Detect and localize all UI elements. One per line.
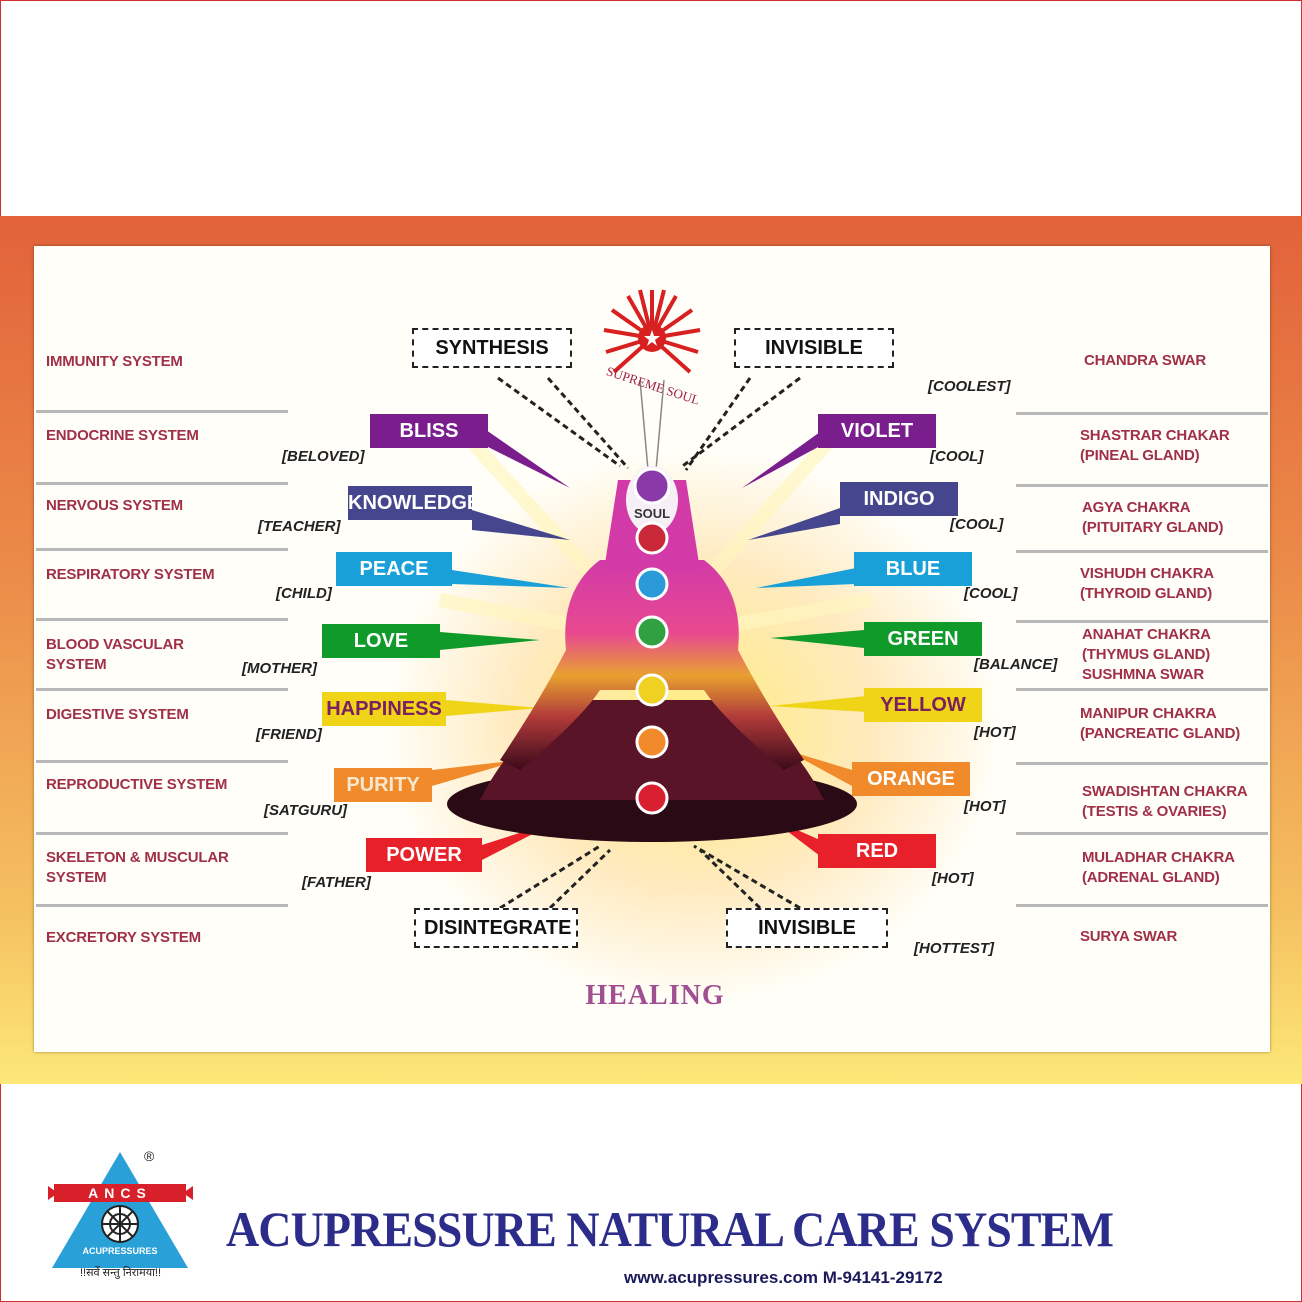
color-blue: BLUE bbox=[854, 552, 972, 586]
footer-title: ACUPRESSURE NATURAL CARE SYSTEM bbox=[226, 1201, 1114, 1257]
temp-hottest: [HOTTEST] bbox=[914, 940, 994, 957]
chakra-circles bbox=[633, 467, 671, 815]
left-system-nervous: NERVOUS SYSTEM bbox=[46, 497, 183, 514]
footer-contact: www.acupressures.com M-94141-29172 bbox=[624, 1268, 943, 1287]
color-violet: VIOLET bbox=[818, 414, 936, 448]
quality-purity: PURITY bbox=[334, 768, 432, 802]
right-chakra-muladhar: MULADHAR CHAKRA (ADRENAL GLAND) bbox=[1082, 849, 1235, 886]
logo-triangle-icon bbox=[48, 1152, 193, 1268]
temp-yellow: [HOT] bbox=[974, 724, 1016, 741]
soul-label: SOUL bbox=[633, 506, 671, 521]
left-system-skeleton-muscular: SKELETON & MUSCULAR SYSTEM bbox=[46, 849, 229, 886]
logo-motto: !!सर्वे सन्तु निरामया!! bbox=[79, 1267, 162, 1279]
temp-violet: [COOL] bbox=[930, 448, 984, 465]
registered-mark: ® bbox=[144, 1148, 155, 1164]
temp-blue: [COOL] bbox=[964, 585, 1018, 602]
invisible-top-box: INVISIBLE bbox=[734, 328, 894, 368]
right-chakra-manipur: MANIPUR CHAKRA (PANCREATIC GLAND) bbox=[1080, 705, 1240, 742]
temp-red: [HOT] bbox=[932, 870, 974, 887]
synthesis-box: SYNTHESIS bbox=[412, 328, 572, 368]
left-system-blood-vascular: BLOOD VASCULAR SYSTEM bbox=[46, 636, 184, 673]
color-green: GREEN bbox=[864, 622, 982, 656]
invisible-bottom-box: INVISIBLE bbox=[726, 908, 888, 948]
quality-bliss: BLISS bbox=[370, 414, 488, 448]
left-system-endocrine: ENDOCRINE SYSTEM bbox=[46, 427, 199, 444]
left-system-digestive: DIGESTIVE SYSTEM bbox=[46, 706, 189, 723]
right-chakra-shastrar: SHASTRAR CHAKAR (PINEAL GLAND) bbox=[1080, 427, 1230, 464]
quality-knowledge: KNOWLEDGE bbox=[348, 486, 480, 520]
color-red: RED bbox=[818, 834, 936, 868]
left-system-respiratory: RESPIRATORY SYSTEM bbox=[46, 566, 215, 583]
temp-green: [BALANCE] bbox=[974, 656, 1058, 673]
right-chakra-vishudh: VISHUDH CHAKRA (THYROID GLAND) bbox=[1080, 565, 1214, 602]
disintegrate-box: DISINTEGRATE bbox=[414, 908, 578, 948]
left-system-excretory: EXCRETORY SYSTEM bbox=[46, 929, 201, 946]
right-chakra-anahat: ANAHAT CHAKRA (THYMUS GLAND) SUSHMNA SWA… bbox=[1082, 626, 1211, 683]
supreme-soul-sun-icon bbox=[603, 289, 701, 374]
logo-sub: ACUPRESSURES bbox=[82, 1246, 158, 1256]
right-chakra-chandra-swar: CHANDRA SWAR bbox=[1084, 352, 1207, 369]
healing-title: HEALING bbox=[585, 980, 725, 1011]
quality-power: POWER bbox=[366, 838, 482, 872]
left-system-reproductive: REPRODUCTIVE SYSTEM bbox=[46, 776, 228, 793]
right-chakra-surya-swar: SURYA SWAR bbox=[1080, 928, 1178, 945]
relation-beloved: [BELOVED] bbox=[282, 448, 365, 465]
quality-peace: PEACE bbox=[336, 552, 452, 586]
relation-friend: [FRIEND] bbox=[256, 726, 322, 743]
color-indigo: INDIGO bbox=[840, 482, 958, 516]
right-chakra-swadishtan: SWADISHTAN CHAKRA (TESTIS & OVARIES) bbox=[1082, 783, 1247, 820]
temp-coolest: [COOLEST] bbox=[928, 378, 1011, 395]
relation-satguru: [SATGURU] bbox=[264, 802, 348, 819]
color-yellow: YELLOW bbox=[864, 688, 982, 722]
relation-father: [FATHER] bbox=[302, 874, 371, 891]
quality-happiness: HAPPINESS bbox=[322, 692, 446, 726]
color-orange: ORANGE bbox=[852, 762, 970, 796]
ancs-logo: ANCS ACUPRESSURES !!सर्वे सन्तु निरामया!… bbox=[48, 1148, 193, 1280]
relation-teacher: [TEACHER] bbox=[258, 518, 341, 535]
relation-child: [CHILD] bbox=[276, 585, 332, 602]
logo-name: ANCS bbox=[88, 1185, 152, 1201]
temp-indigo: [COOL] bbox=[950, 516, 1004, 533]
right-chakra-agya: AGYA CHAKRA (PITUITARY GLAND) bbox=[1082, 499, 1224, 536]
temp-orange: [HOT] bbox=[964, 798, 1006, 815]
quality-love: LOVE bbox=[322, 624, 440, 658]
left-system-immunity: IMMUNITY SYSTEM bbox=[46, 353, 183, 370]
relation-mother: [MOTHER] bbox=[242, 660, 317, 677]
